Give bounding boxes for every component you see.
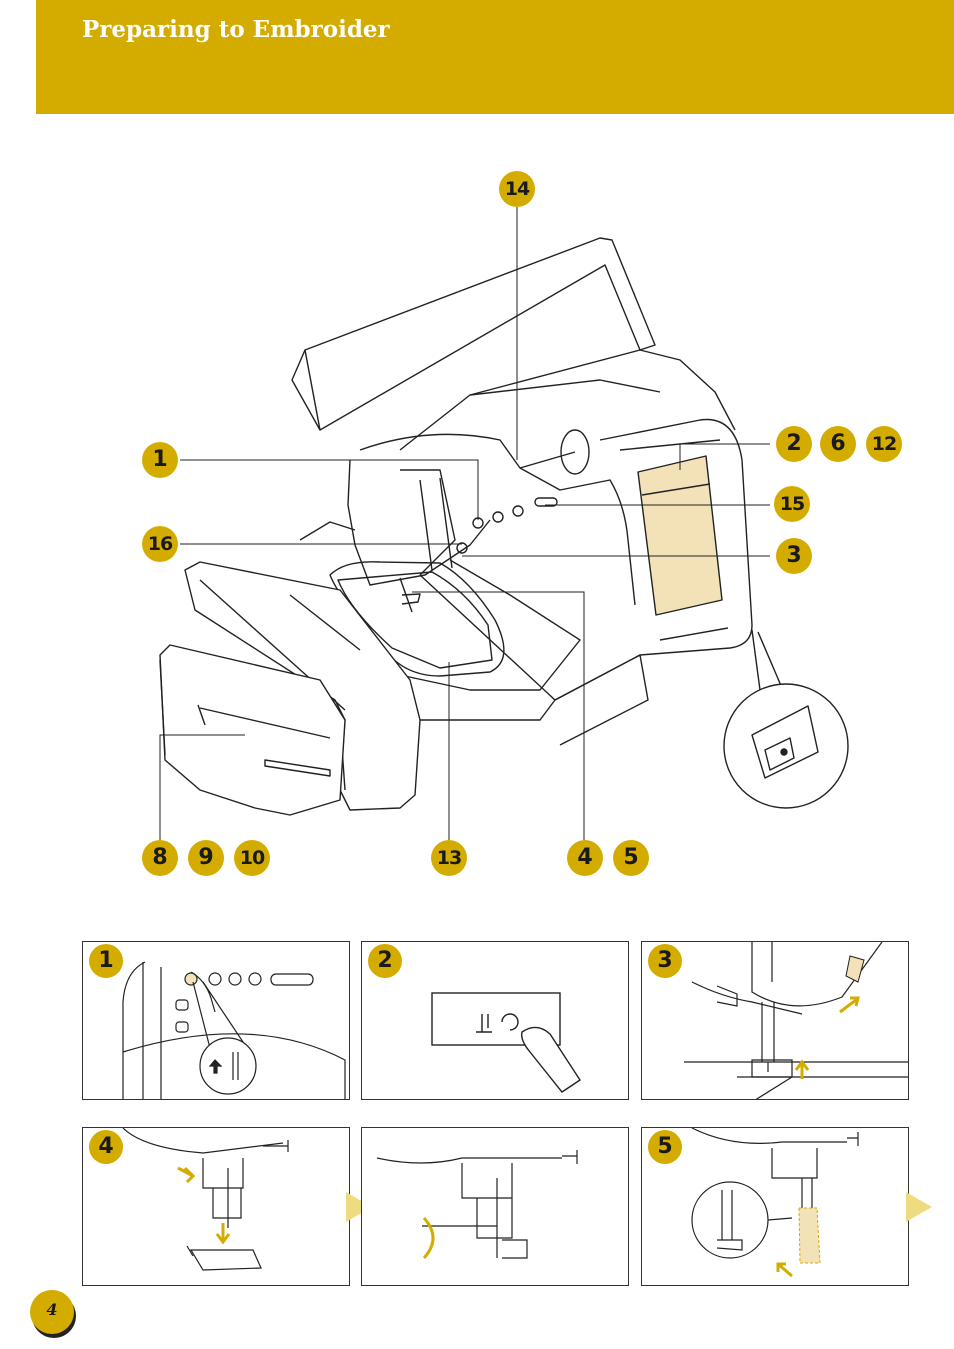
page-header: Preparing to Embroider — [36, 0, 954, 114]
callout-13: 13 — [431, 840, 467, 876]
step-panel-5 — [361, 1127, 629, 1286]
panel-badge-4: 4 — [89, 1130, 123, 1164]
callout-4: 4 — [567, 840, 603, 876]
callout-2: 2 — [776, 426, 812, 462]
page-number-badge: 4 — [30, 1290, 78, 1338]
callout-9: 9 — [188, 840, 224, 876]
callout-14: 14 — [499, 171, 535, 207]
step-panel-2: 2 — [361, 941, 629, 1100]
callout-6: 6 — [820, 426, 856, 462]
panel-badge-1: 1 — [89, 944, 123, 978]
panel-badge-3: 3 — [648, 944, 682, 978]
callout-1: 1 — [142, 442, 178, 478]
page-number: 4 — [30, 1290, 74, 1334]
step-panel-1: 1 — [82, 941, 350, 1100]
sewing-machine-illustration — [159, 207, 849, 850]
step-panel-3: 3 — [641, 941, 909, 1100]
callout-10: 10 — [234, 840, 270, 876]
callout-5: 5 — [613, 840, 649, 876]
callout-8: 8 — [142, 840, 178, 876]
step-panel-4: 4 — [82, 1127, 350, 1286]
step-panel-6: 5 — [641, 1127, 909, 1286]
callout-15: 15 — [774, 486, 810, 522]
panel-badge-5: 5 — [648, 1130, 682, 1164]
panel-badge-2: 2 — [368, 944, 402, 978]
next-step-arrow-icon — [906, 1192, 932, 1222]
page-title: Preparing to Embroider — [82, 16, 390, 43]
callout-3: 3 — [776, 538, 812, 574]
callout-16: 16 — [142, 526, 178, 562]
callout-12: 12 — [866, 426, 902, 462]
